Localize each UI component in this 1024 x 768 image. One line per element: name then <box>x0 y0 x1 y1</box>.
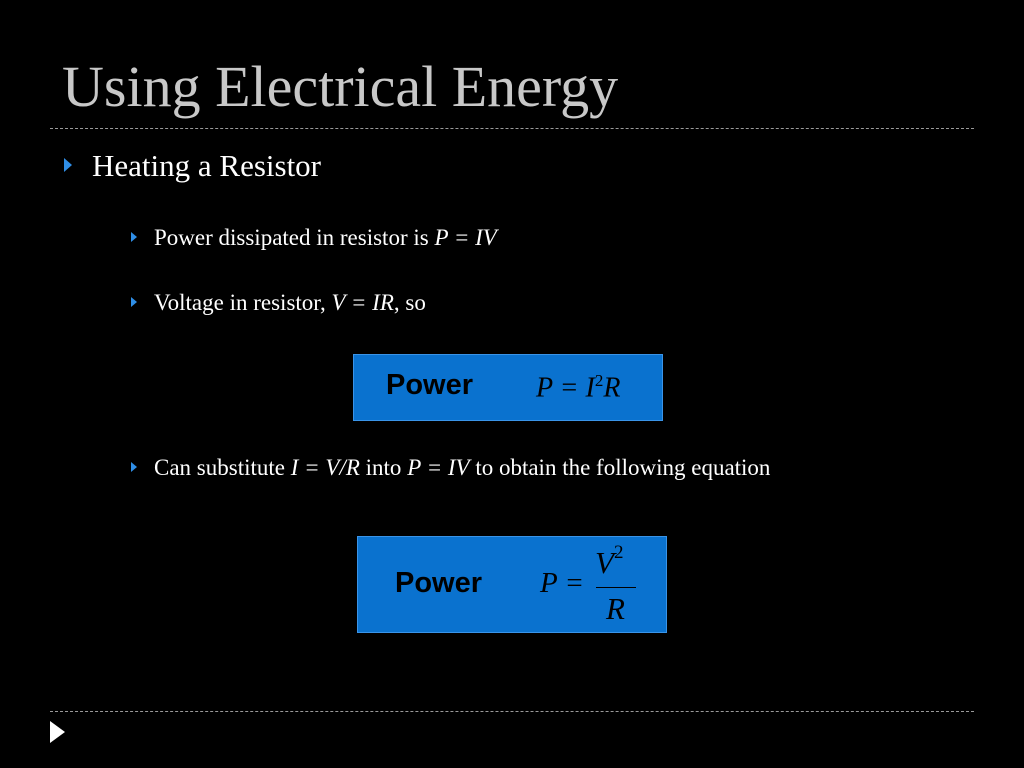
formula-i-vr: I = V/R <box>290 455 360 480</box>
sub-bullet-text: Can substitute <box>154 455 291 480</box>
bullet-heating-resistor: Heating a Resistor <box>92 148 322 183</box>
power-formula-box-1: Power P = I2R <box>353 354 663 421</box>
fraction-denominator: R <box>606 591 625 626</box>
power-formula-box-2: Power P = V2 R <box>357 536 667 633</box>
sub-bullet-voltage: Voltage in resistor, V = IR, so <box>154 288 426 318</box>
fraction-bar <box>596 587 636 588</box>
eq-p-equals: P = <box>540 567 585 599</box>
play-icon[interactable] <box>50 721 65 743</box>
bullet-arrow-icon <box>131 462 137 472</box>
box-label-power: Power <box>395 567 483 599</box>
sub-bullet-suffix: to obtain the following equation <box>469 455 771 480</box>
bullet-arrow-icon <box>64 158 72 172</box>
formula-p-iv: P = IV <box>407 455 470 480</box>
sub-bullet-middle: into <box>359 455 408 480</box>
numerator-v: V <box>595 545 614 580</box>
title-divider <box>50 128 974 129</box>
box-label-power: Power <box>386 369 474 401</box>
slide-title: Using Electrical Energy <box>62 54 619 119</box>
eq-exponent: 2 <box>594 371 604 390</box>
sub-bullet-power-dissipated: Power dissipated in resistor is P = IV <box>154 223 497 253</box>
fraction-numerator: V2 <box>595 541 624 581</box>
numerator-exponent: 2 <box>613 541 624 563</box>
sub-bullet-suffix: , so <box>393 290 426 315</box>
sub-bullet-text: Power dissipated in resistor is <box>154 225 435 250</box>
bullet-arrow-icon <box>131 232 137 242</box>
eq-left: P = I <box>536 372 595 404</box>
footer-divider <box>50 711 974 712</box>
formula-p-i2r: P = I2R <box>536 371 620 404</box>
sub-bullet-substitute: Can substitute I = V/R into P = IV to ob… <box>154 453 770 483</box>
eq-right: R <box>603 372 621 404</box>
formula-p-iv: P = IV <box>434 225 497 250</box>
formula-v-ir: V = IR <box>331 290 394 315</box>
sub-bullet-text: Voltage in resistor, <box>154 290 332 315</box>
bullet-arrow-icon <box>131 297 137 307</box>
